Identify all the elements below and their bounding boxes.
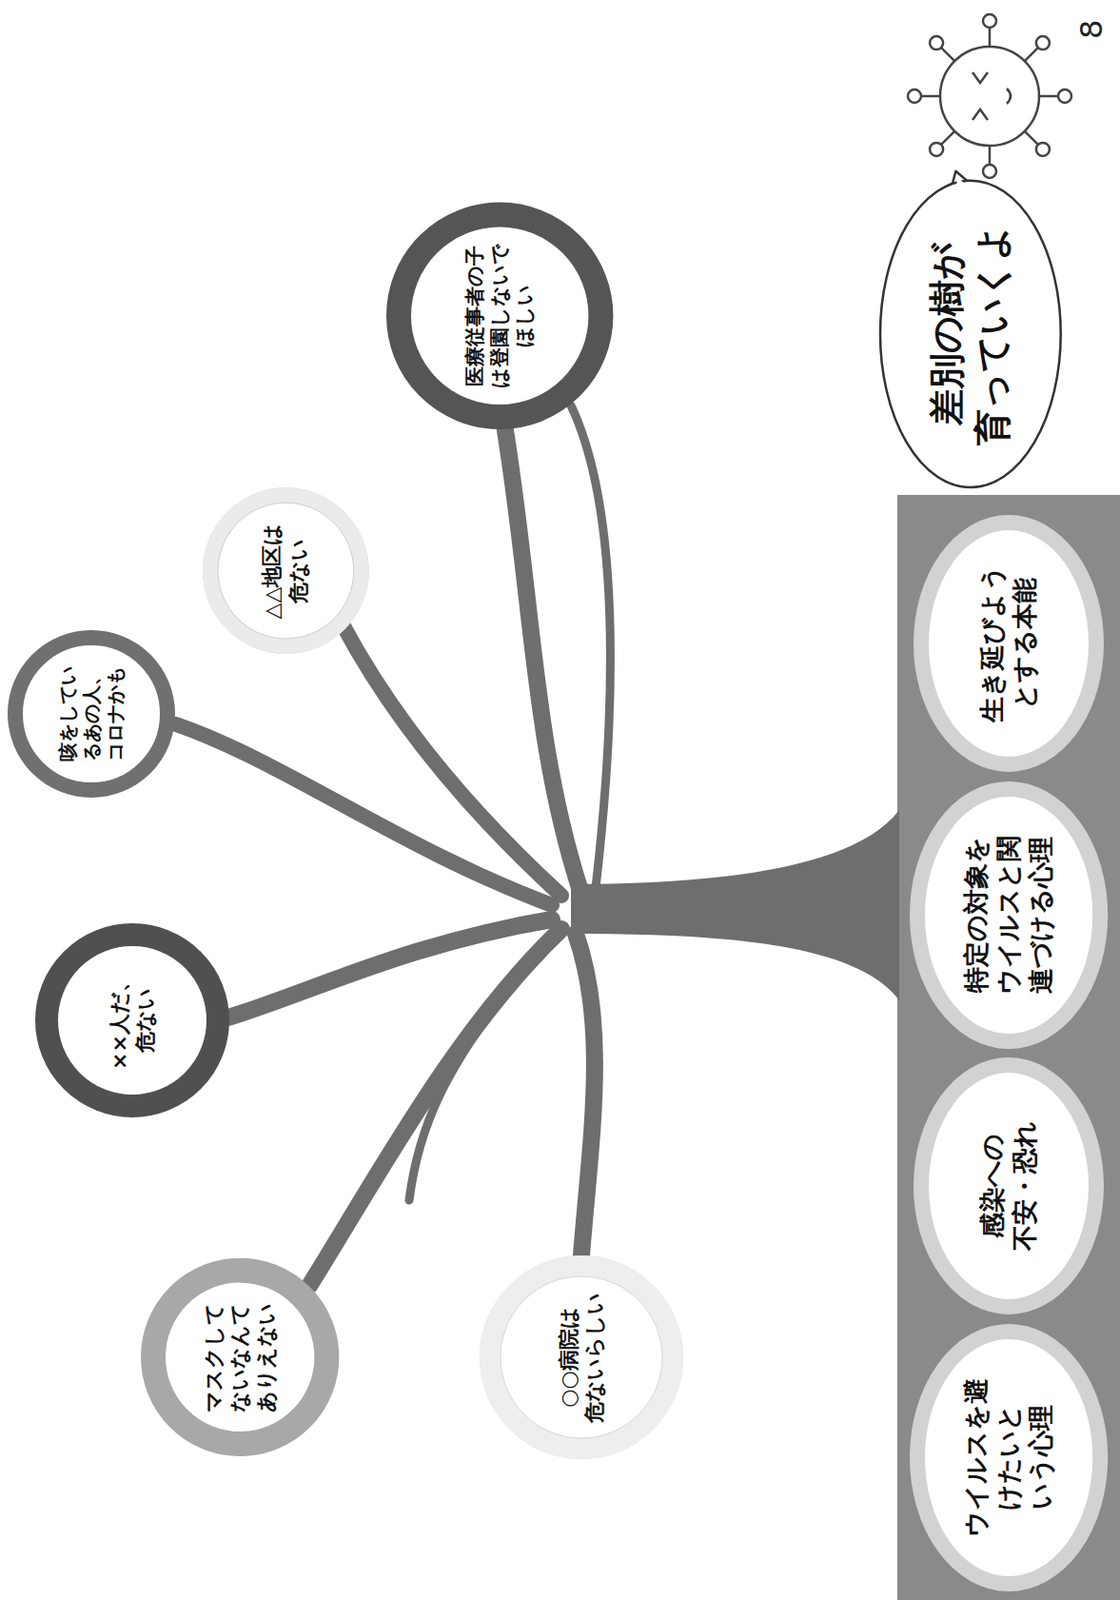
- tree-trunk: [570, 809, 900, 1001]
- worry-circle: 咳をしてい るあの人、 コロナかも: [7, 629, 176, 798]
- node-text: △△地区は 危ない: [258, 511, 312, 629]
- root-oval: 生き延びよう とする本能: [913, 514, 1104, 772]
- node-text: 医療従事者の子 は登園しないで ほしい: [462, 239, 538, 393]
- node-text: 特定の対象を ウイルスと関 連づける心理: [960, 829, 1057, 1000]
- page-number: 8: [1073, 19, 1110, 40]
- tree-branches: [176, 405, 610, 1286]
- node-text: マスクして ないなんて ありえない: [200, 1297, 280, 1415]
- root-oval-outline: [913, 1057, 1104, 1315]
- node-text: ××人だ、 危ない: [106, 965, 159, 1075]
- node-text: 咳をしてい るあの人、 コロナかも: [56, 660, 128, 767]
- worry-circle: マスクして ないなんて ありえない: [140, 1257, 339, 1456]
- node-text: 感染への 不安・恐れ: [976, 1113, 1042, 1258]
- worry-circle: △△地区は 危ない: [202, 488, 370, 655]
- virus-character: [907, 14, 1072, 178]
- speech-bubble-outline: [878, 178, 1063, 490]
- worry-circle: ○○病院は 危ないらしい: [479, 1255, 684, 1459]
- root-oval: 特定の対象を ウイルスと関 連づける心理: [909, 780, 1108, 1048]
- node-text: 生き延びよう とする本能: [976, 558, 1042, 728]
- speech-bubble: 差別の樹が 育っていくよ: [878, 178, 1063, 490]
- node-text: 差別の樹が 育っていくよ: [924, 215, 1016, 454]
- worry-circle-outline: [479, 1255, 684, 1459]
- worry-circle: 医療従事者の子 は登園しないで ほしい: [386, 202, 613, 430]
- worry-circle-outline: [202, 488, 370, 655]
- node-text: ウイルスを避 けたいと いう心理: [960, 1372, 1057, 1542]
- root-band: [897, 494, 1120, 1600]
- root-oval-outline: [913, 514, 1104, 772]
- root-oval: ウイルスを避 けたいと いう心理: [909, 1322, 1108, 1591]
- root-oval: 感染への 不安・恐れ: [913, 1057, 1104, 1315]
- node-text: ○○病院は 危ないらしい: [555, 1287, 609, 1426]
- worry-circle: ××人だ、 危ない: [35, 923, 230, 1118]
- worry-circle-outline: [35, 923, 230, 1118]
